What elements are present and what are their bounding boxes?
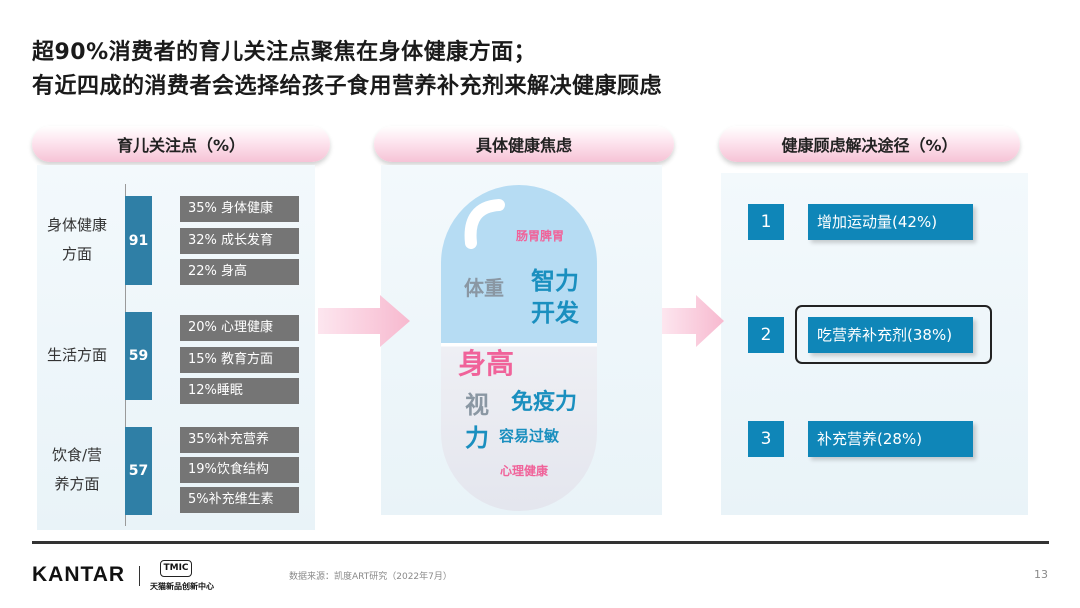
solution-number: 1 — [748, 204, 784, 240]
group-value-badge: 59 — [125, 312, 152, 400]
solution-label-highlighted: 吃营养补充剂(38%) — [808, 317, 973, 353]
sub-item: 20% 心理健康 — [180, 315, 299, 341]
group-label-body: 身体健康 方面 — [38, 211, 116, 269]
group-label-line: 方面 — [61, 245, 92, 263]
right-arrow-icon — [662, 295, 724, 347]
left-column-header: 育儿关注点（%） — [32, 126, 330, 162]
group-label-line: 生活方面 — [46, 346, 107, 364]
title-line-1: 超90%消费者的育儿关注点聚焦在身体健康方面； — [32, 40, 537, 65]
solution-number: 2 — [748, 317, 784, 353]
capsule-highlight-icon — [464, 199, 505, 249]
logo-divider — [139, 566, 140, 586]
sub-item: 22% 身高 — [180, 259, 299, 285]
word-intelligence-2: 开发 — [531, 299, 579, 327]
word-mental-health: 心理健康 — [500, 464, 549, 478]
solution-label: 增加运动量(42%) — [808, 204, 973, 240]
highlight-frame — [795, 305, 992, 364]
sub-item: 32% 成长发育 — [180, 228, 299, 254]
group-label-line: 养方面 — [54, 475, 100, 493]
page-number: 13 — [1034, 568, 1048, 581]
title-line-2: 有近四成的消费者会选择给孩子食用营养补充剂来解决健康顾虑 — [32, 74, 663, 99]
word-vision-1: 视 — [465, 391, 489, 419]
tmic-logo-icon: TMIC — [160, 560, 192, 577]
slide-title: 超90%消费者的育儿关注点聚焦在身体健康方面； 有近四成的消费者会选择给孩子食用… — [32, 36, 662, 104]
sub-item: 5%补充维生素 — [180, 487, 299, 513]
group-label-diet: 饮食/营 养方面 — [38, 441, 116, 499]
middle-column-header: 具体健康焦虑 — [374, 126, 674, 162]
word-stomach: 肠胃脾胃 — [516, 229, 565, 243]
solution-label: 补充营养(28%) — [808, 421, 973, 457]
sub-item: 12%睡眠 — [180, 378, 299, 404]
tmic-name: 天猫新品创新中心 — [150, 582, 214, 591]
data-source: 数据来源：凯度ART研究（2022年7月） — [289, 572, 452, 582]
sub-item: 35% 身体健康 — [180, 196, 299, 222]
footer-divider — [32, 541, 1049, 544]
group-label-line: 身体健康 — [46, 216, 107, 234]
group-value-badge: 91 — [125, 196, 152, 285]
right-column-header: 健康顾虑解决途径（%） — [719, 126, 1020, 162]
right-arrow-icon — [318, 295, 410, 347]
group-label-line: 饮食/营 — [51, 446, 103, 464]
group-label-life: 生活方面 — [38, 341, 116, 370]
sub-item: 35%补充营养 — [180, 427, 299, 453]
group-value-badge: 57 — [125, 427, 152, 515]
word-height: 身高 — [458, 347, 515, 380]
sub-item: 15% 教育方面 — [180, 347, 299, 373]
solution-number: 3 — [748, 421, 784, 457]
word-weight: 体重 — [464, 276, 504, 300]
word-allergy: 容易过敏 — [499, 427, 560, 445]
word-vision-2: 力 — [465, 424, 489, 452]
word-intelligence-1: 智力 — [531, 267, 579, 295]
sub-item: 19%饮食结构 — [180, 457, 299, 483]
kantar-logo: KANTAR — [32, 563, 126, 586]
word-immunity: 免疫力 — [511, 390, 578, 415]
